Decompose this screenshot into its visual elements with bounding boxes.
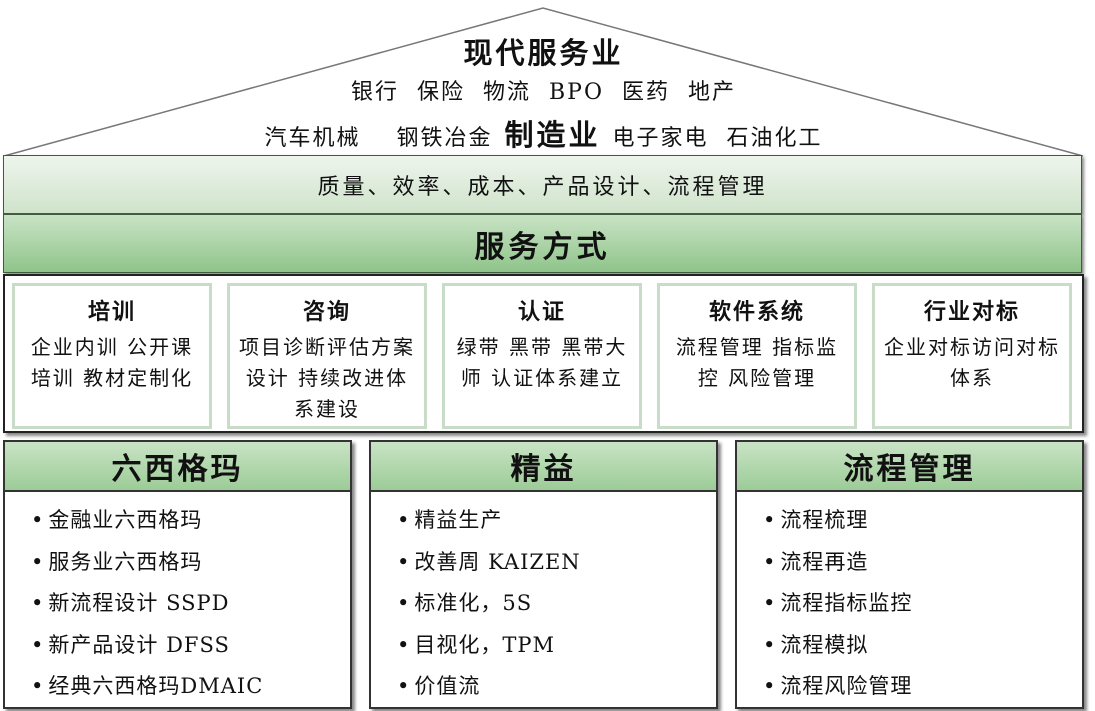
service-desc: 项目诊断评估方案设计 持续改进体系建设 [239,335,415,421]
pillar-six-sigma: 六西格玛 金融业六西格玛 服务业六西格玛 新流程设计 SSPD 新产品设计 DF… [3,440,352,709]
manufacturing-industries-right: 电子家电 石油化工 [612,126,823,151]
service-desc: 绿带 黑带 黑带大师 认证体系建立 [456,335,628,390]
manufacturing-title: 制造业 [504,118,601,152]
service-card-consulting: 咨询 项目诊断评估方案设计 持续改进体系建设 [227,283,427,429]
list-item: 新流程设计 SSPD [31,583,350,625]
service-desc: 企业对标访问对标体系 [884,335,1060,390]
service-title: 软件系统 [708,299,805,325]
manufacturing-row: 汽车机械 钢铁冶金 制造业 电子家电 石油化工 [0,112,1087,154]
service-card-benchmarking: 行业对标 企业对标访问对标体系 [872,283,1072,429]
list-item: 金融业六西格玛 [31,500,350,542]
manufacturing-industries-left: 汽车机械 钢铁冶金 [264,126,493,151]
service-title: 认证 [517,299,566,325]
service-card-software: 软件系统 流程管理 指标监控 风险管理 [657,283,857,429]
pillar-process-management: 流程管理 流程梳理 流程再造 流程指标监控 流程模拟 流程风险管理 [735,440,1084,709]
list-item: 目视化，TPM [397,625,716,667]
service-title: 行业对标 [923,299,1020,325]
pillar-title: 流程管理 [737,442,1082,492]
list-item: 价值流 [397,666,716,708]
list-item: 改善周 KAIZEN [397,542,716,584]
list-item: 标准化，5S [397,583,716,625]
service-title: 培训 [87,299,136,325]
services-panel: 培训 企业内训 公开课培训 教材定制化 咨询 项目诊断评估方案设计 持续改进体系… [3,274,1084,433]
roof-title: 现代服务业 [463,36,624,70]
pillar-title: 精益 [371,442,716,492]
service-desc: 企业内训 公开课培训 教材定制化 [30,335,194,390]
service-card-training: 培训 企业内训 公开课培训 教材定制化 [12,283,212,429]
list-item: 新产品设计 DFSS [31,625,350,667]
service-industries: 银行 保险 物流 BPO 医药 地产 [351,80,736,105]
service-mode-band: 服务方式 [3,214,1082,273]
service-card-certification: 认证 绿带 黑带 黑带大师 认证体系建立 [442,283,642,429]
service-desc: 流程管理 指标监控 风险管理 [675,335,839,390]
list-item: 经典六西格玛DMAIC [31,666,350,708]
list-item: 服务业六西格玛 [31,542,350,584]
list-item: 流程模拟 [763,625,1082,667]
focus-band: 质量、效率、成本、产品设计、流程管理 [3,155,1082,214]
service-title: 咨询 [302,299,351,325]
list-item: 精益生产 [397,500,716,542]
list-item: 流程指标监控 [763,583,1082,625]
pillar-lean: 精益 精益生产 改善周 KAIZEN 标准化，5S 目视化，TPM 价值流 [369,440,718,709]
list-item: 流程再造 [763,542,1082,584]
list-item: 流程风险管理 [763,666,1082,708]
list-item: 流程梳理 [763,500,1082,542]
pillar-title: 六西格玛 [5,442,350,492]
